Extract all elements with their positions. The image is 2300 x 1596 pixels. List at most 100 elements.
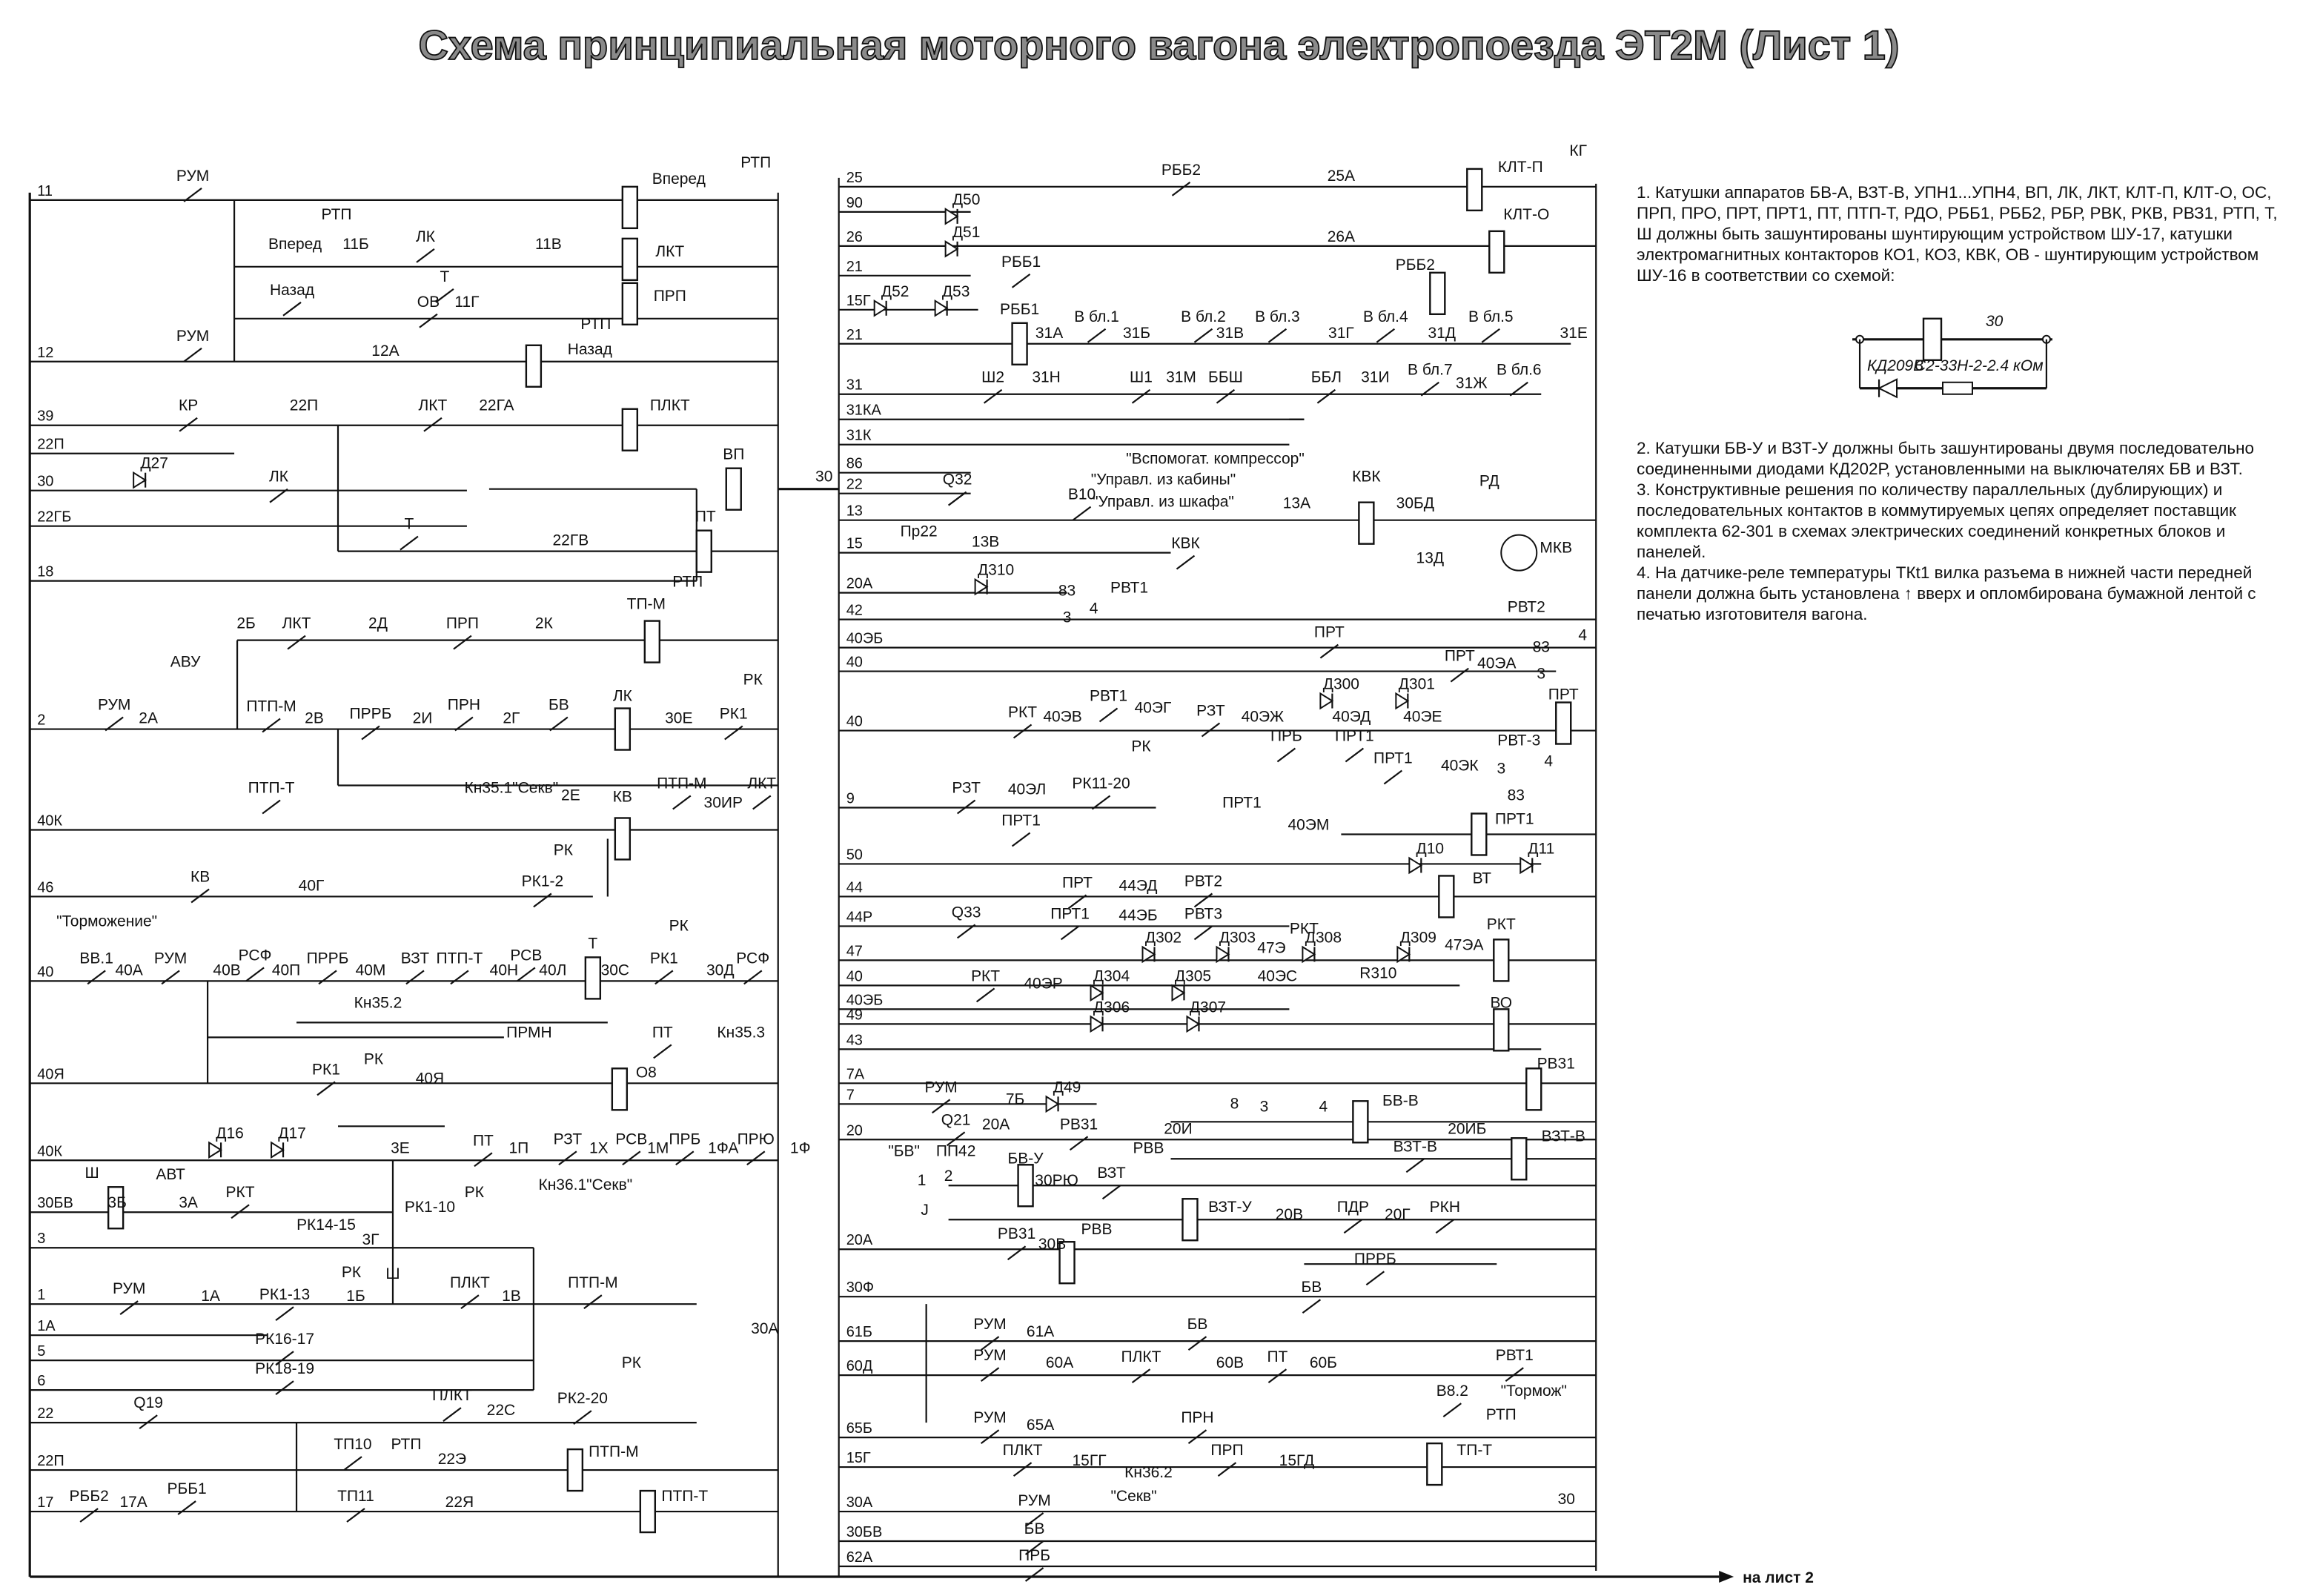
component-label: 60А [1046,1354,1073,1371]
relay-coil-icon [611,1067,629,1111]
contact-label: ТП10 [334,1436,371,1453]
component-label: Кн36.2 [1124,1464,1173,1481]
contact-label: ПТП-Т [437,950,483,967]
component-label: РК [554,841,574,858]
contact-icon [361,725,380,741]
relay-coil-icon [643,620,661,663]
relay-coil-icon [1182,1198,1199,1242]
component-label: 2В [305,710,324,727]
component-label: 22С [487,1402,516,1419]
component-label: 40ЭА [1477,655,1516,672]
contact-icon [1024,1567,1044,1582]
contact-icon [1013,724,1033,739]
component-label: ПРТ1 [1495,810,1534,827]
contact-label: ВЗТ [401,950,430,967]
component-label: 20Г [1385,1206,1411,1223]
contact-icon [1187,1429,1207,1444]
component-label: J [921,1202,929,1219]
wire-number: 22ГБ [37,509,71,526]
contact-icon [675,1150,695,1166]
component-label: 31Д [1428,325,1456,342]
component-label: ВП [723,446,744,463]
component-label: РК [1131,738,1151,755]
component-label: 61А [1027,1323,1054,1340]
contact-label: РК2-20 [557,1390,608,1407]
contact-icon [1131,388,1151,404]
component-label: "Торможение" [56,913,157,930]
contact-icon [1267,328,1287,343]
component-label: Вперед [268,236,322,253]
component-label: 40ЭД [1332,709,1371,726]
component-label: 20А [982,1116,1010,1133]
component-label: РК [622,1354,642,1371]
component-label: 1Б [346,1288,365,1305]
component-label: АВТ [156,1166,185,1183]
contact-label: В бл.3 [1255,308,1300,325]
component-label: ПРТ [1548,686,1579,703]
contact-label: РВТ1 [1496,1347,1534,1364]
next-sheet-link[interactable]: на лист 2 [30,1569,1814,1586]
diode-icon [1302,945,1316,964]
contact-label: РЗТ [554,1130,583,1148]
contact-icon [262,799,281,815]
component-label: 30РЮ [1035,1172,1078,1189]
component-label: 60Б [1310,1354,1337,1371]
contact-icon [947,491,967,506]
wire-number: 39 [37,408,53,425]
component-label: РВВ [1081,1221,1113,1238]
diode-icon [1090,1015,1104,1033]
component-label: 25А [1328,168,1355,185]
component-label: 2 [944,1168,953,1185]
diode-label: Д10 [1416,840,1445,857]
diode-label: Д310 [978,562,1014,579]
diode-icon [1186,1015,1201,1033]
contact-label: РК18-19 [255,1360,314,1377]
component-label: 1П [509,1139,529,1156]
contact-icon [343,1456,362,1471]
contact-icon [423,417,443,432]
relay-coil-icon [1358,501,1375,545]
wire-number: 30БВ [37,1195,73,1211]
component-label: 3 [1063,609,1072,626]
wire-number: 22 [37,1405,53,1422]
component-label: 83 [1533,639,1550,656]
diode-icon [944,208,959,225]
component-label: 40Л [539,961,566,979]
contact-icon [724,725,743,741]
contact-icon [231,1204,250,1219]
contact-label: РСФ [239,947,272,964]
contact-label: ПРТ1 [1050,905,1090,922]
contact-label: КВК [1171,535,1200,552]
contact-icon [1101,1185,1121,1200]
contact-label: В бл.2 [1181,308,1226,325]
contact-icon [79,1508,99,1523]
diode-label: Д309 [1400,929,1436,946]
contact-label: ПРБ [1018,1547,1050,1564]
relay-coil-icon [725,467,742,511]
wire-number: 22 [846,477,863,493]
relay-coil-icon [1011,322,1028,365]
wire-number: 20А [846,576,873,592]
wire-number: 9 [846,790,855,807]
contact-icon [119,1300,139,1316]
contact-icon [1435,1219,1454,1234]
component-label: 11В [535,236,562,253]
component-label: ТП-Т [1456,1442,1492,1459]
diode-label: Д303 [1219,929,1256,946]
relay-coil-icon [1429,271,1446,316]
component-label: РКТ [1487,915,1516,933]
wire-number: 30Ф [846,1279,874,1296]
contact-icon [956,924,976,939]
component-label: БВ-У [1008,1150,1044,1167]
contact-icon [1067,894,1087,910]
contact-icon [743,970,763,985]
contact-label: РББ1 [167,1480,206,1497]
component-label: 40ЭМ [1287,816,1329,833]
contact-label: РКТ [226,1184,255,1201]
contact-icon [980,1367,1000,1383]
diode-label: Д27 [140,455,168,472]
component-label: РТП [740,154,771,171]
contact-label: РУМ [973,1409,1006,1426]
contact-label: БВ [1187,1316,1208,1333]
component-label: 40Н [490,961,519,979]
